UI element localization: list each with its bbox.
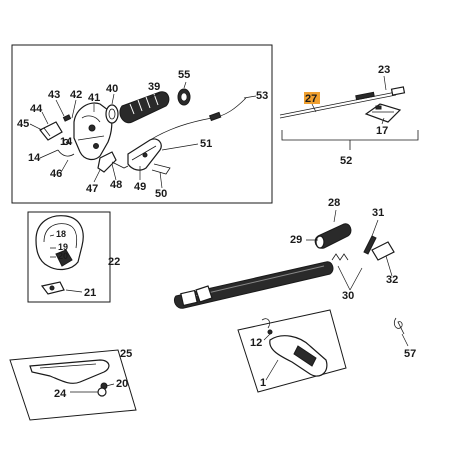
callout-32: 32 [386, 274, 398, 286]
callout-42: 42 [70, 89, 82, 101]
guard-bracket-frame [27, 211, 111, 303]
guard-plate-frame [9, 349, 137, 421]
spring-57-group: 57 [393, 317, 416, 360]
handle-grip-part [119, 91, 170, 124]
callout-53: 53 [256, 90, 268, 102]
callout-17: 17 [376, 125, 388, 137]
callout-18: 18 [56, 229, 66, 239]
small-screw-part [62, 114, 72, 122]
lower-handle-group: 12 1 [237, 309, 347, 393]
callout-28: 28 [328, 197, 340, 209]
shaft-sleeve-part [195, 285, 213, 303]
callout-21: 21 [84, 287, 96, 299]
callout-39: 39 [148, 81, 160, 93]
callout-20a: 20 [58, 251, 68, 261]
highlight-27 [304, 92, 320, 104]
callout-12: 12 [250, 337, 262, 349]
callout-52: 52 [340, 155, 352, 167]
callout-44: 44 [30, 103, 43, 115]
guard-bracket-group: 18 19 20 22 21 [27, 211, 120, 303]
callout-57: 57 [404, 348, 416, 360]
spring-57-part [393, 317, 405, 335]
callout-20b: 20 [116, 378, 128, 390]
callout-43: 43 [48, 89, 60, 101]
shaft-coupling-part [180, 289, 198, 307]
sleeve-32-part [371, 241, 395, 261]
callout-45: 45 [17, 118, 29, 130]
callout-49: 49 [134, 181, 146, 193]
bracket-lines [281, 130, 419, 150]
callout-31: 31 [372, 207, 384, 219]
callout-47: 47 [86, 183, 98, 195]
handle-assembly-frame [11, 44, 273, 204]
callout-30: 30 [342, 290, 354, 302]
callout-50: 50 [155, 188, 167, 200]
callout-14a: 14 [28, 152, 41, 164]
guard-clamp-part [55, 249, 73, 267]
latch-part [39, 121, 63, 141]
callout-29: 29 [290, 234, 302, 246]
drive-shaft-part [173, 261, 334, 309]
handle-assembly-group: 43 42 41 40 39 55 53 44 45 14 14 46 47 4… [11, 44, 273, 204]
shaft-assembly-group: 28 29 31 32 30 [173, 197, 398, 309]
spring-clip-part [151, 163, 171, 175]
callout-25: 25 [120, 348, 132, 360]
lower-handle-frame [237, 309, 347, 393]
cable-assembly-group: 27 23 17 52 [279, 64, 419, 167]
callout-48: 48 [110, 179, 122, 191]
callout-1: 1 [260, 377, 266, 389]
washer-part [97, 387, 107, 397]
callout-46: 46 [50, 168, 62, 180]
pin-31-part [363, 235, 377, 255]
control-cable-part [279, 91, 397, 116]
callout-41: 41 [88, 92, 100, 104]
callout-19: 19 [58, 242, 68, 252]
guard-plate-part [29, 359, 110, 384]
callout-24: 24 [54, 388, 67, 400]
callout-22: 22 [108, 256, 120, 268]
callout-40: 40 [106, 83, 118, 95]
trigger-lever-part [97, 151, 117, 173]
collar-ring-part [105, 104, 119, 124]
guard-plate-group: 25 20 24 [9, 348, 137, 421]
callout-55: 55 [178, 69, 190, 81]
callout-23: 23 [378, 64, 390, 76]
spring-part [331, 253, 349, 261]
cable-clamp-part [364, 103, 402, 123]
callout-51: 51 [200, 138, 212, 150]
callout-27: 27 [305, 93, 317, 105]
